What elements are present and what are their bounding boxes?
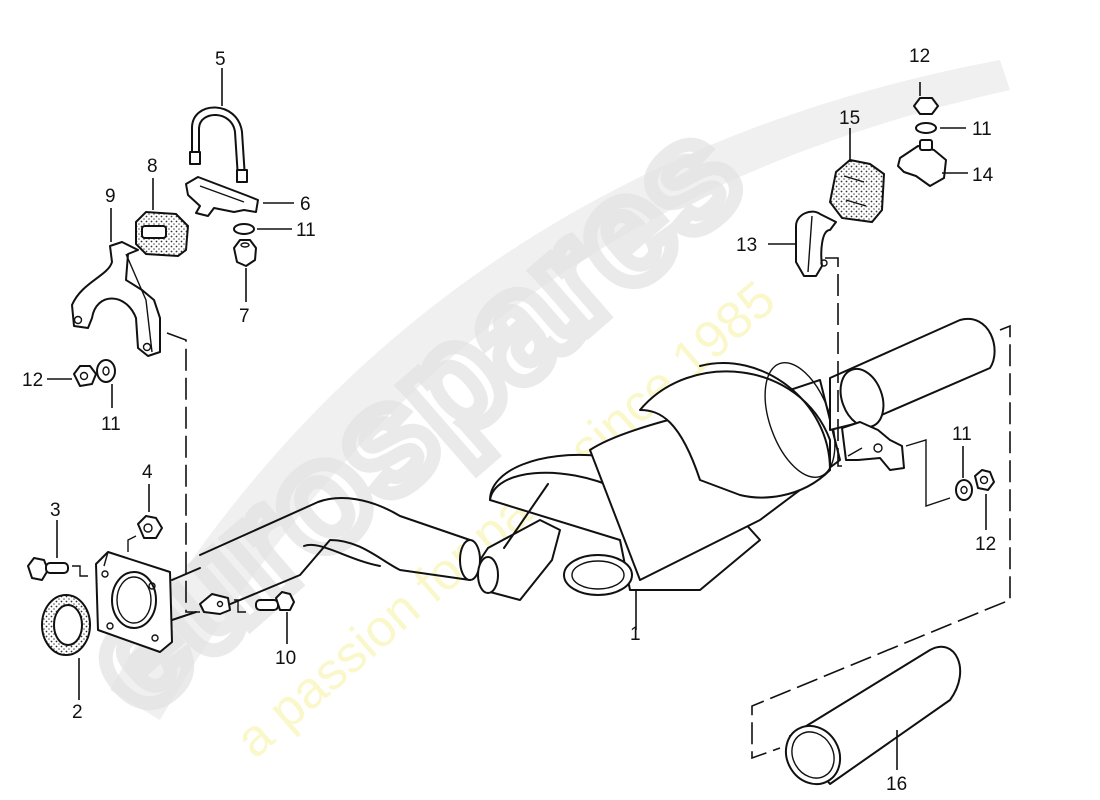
cap-nut-part (233, 239, 257, 267)
callout-1: 1 (630, 624, 641, 645)
washer-part-left (96, 359, 116, 383)
clamp-plate-part (185, 176, 259, 217)
callout-7: 7 (239, 306, 250, 327)
callout-15: 15 (839, 108, 860, 129)
washer-part-rear (955, 479, 973, 501)
holder-with-stud-part (897, 139, 947, 187)
nut-part-top (913, 97, 939, 115)
sealing-ring-part (41, 594, 91, 656)
nut-part-4 (127, 515, 163, 552)
tailpipe-trim-part (784, 645, 962, 786)
nut-part-rear (974, 469, 995, 491)
flange-part (95, 551, 201, 653)
retaining-strap-part (795, 210, 837, 277)
rubber-mount-part (135, 210, 190, 258)
leader-lines (47, 68, 987, 770)
callout-12-rear: 12 (975, 534, 996, 555)
watermark-swoosh (110, 60, 1010, 720)
callout-11-bracket: 11 (101, 414, 121, 435)
callout-6: 6 (300, 194, 311, 215)
bracket-fork-part (71, 241, 161, 357)
rear-guide-line (825, 257, 846, 467)
bolt-part-10 (255, 591, 295, 611)
rear-tab-leader (905, 439, 951, 507)
bolt-part-3 (27, 557, 88, 581)
callout-2: 2 (72, 702, 83, 723)
callout-10: 10 (275, 648, 296, 669)
callout-9: 9 (105, 186, 116, 207)
callout-8: 8 (147, 156, 158, 177)
callout-4: 4 (142, 462, 153, 483)
callout-12-top: 12 (909, 46, 930, 67)
callout-12-bracket: 12 (22, 370, 43, 391)
washer-part (233, 223, 255, 235)
callout-5: 5 (215, 49, 226, 70)
callout-11-rear: 11 (952, 424, 972, 445)
front-pipe-part (199, 497, 481, 611)
callout-13: 13 (736, 235, 757, 256)
callout-3: 3 (50, 500, 61, 521)
rubber-buffer-part (828, 158, 886, 224)
washer-part-top (915, 122, 937, 134)
main-muffler-part (477, 317, 996, 601)
pipe-tab-part (199, 593, 246, 615)
u-bolt-part (189, 106, 248, 183)
callout-16: 16 (886, 774, 907, 795)
nut-part-left (73, 365, 97, 387)
callout-labels: 5 6 11 7 8 9 12 11 4 3 2 10 1 12 11 14 1… (22, 46, 996, 795)
callout-11-clamp: 11 (296, 220, 316, 241)
tailpipe-bracket-line (751, 324, 1011, 760)
callout-11-top: 11 (972, 119, 992, 140)
callout-14: 14 (972, 165, 994, 186)
